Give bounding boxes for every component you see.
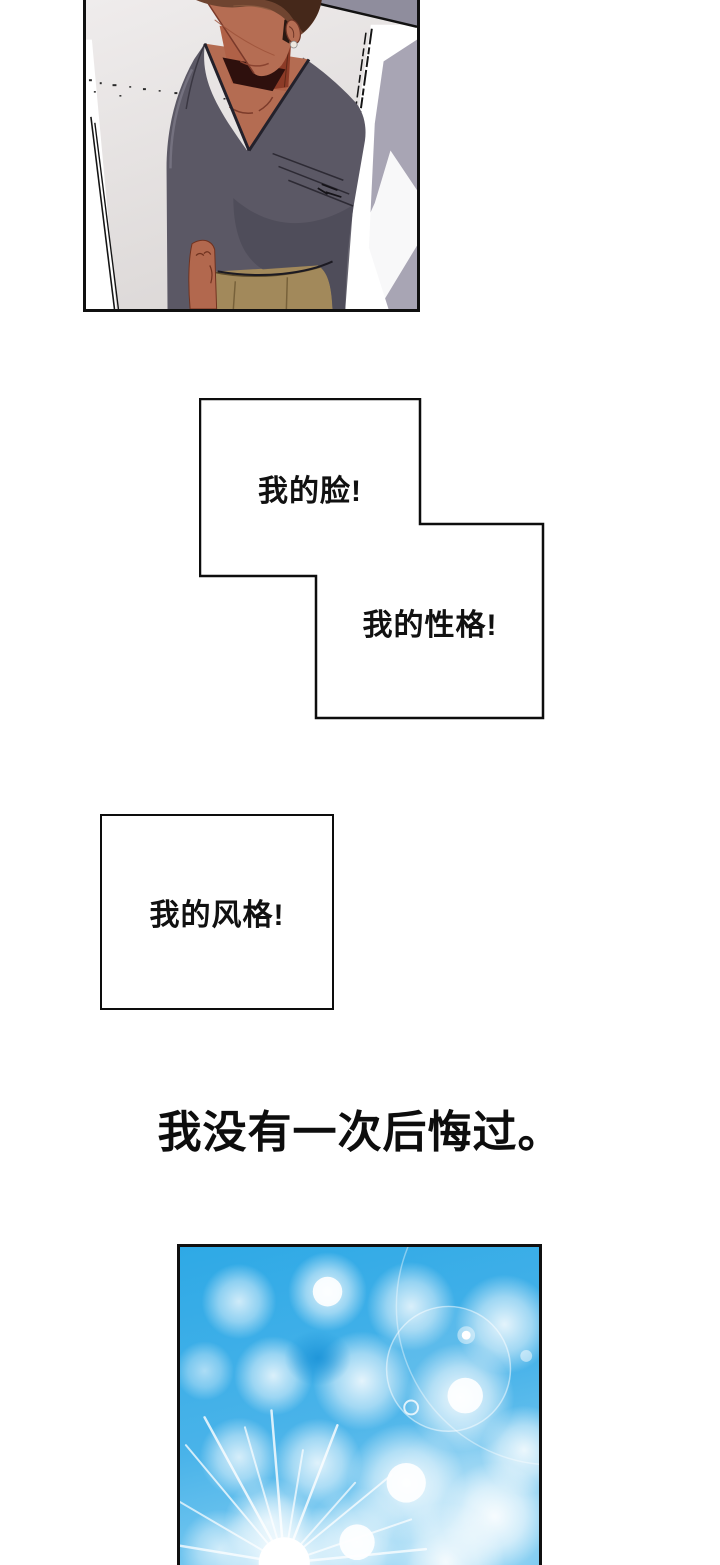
lens-flare-icon — [385, 1247, 539, 1465]
sun-icon — [180, 1409, 428, 1565]
light-stripe — [349, 150, 417, 309]
shirt-hem — [217, 260, 333, 276]
hair-dark-patch — [264, 0, 322, 33]
neck-shadow-dark — [222, 57, 286, 92]
earring-icon — [289, 40, 298, 49]
character-panel — [83, 0, 420, 312]
wall-edge-line-1 — [90, 116, 116, 309]
bubble-my-personality: 我的性格! — [362, 608, 498, 642]
cheek-line — [214, 19, 275, 56]
ceiling-edge-line — [302, 0, 417, 28]
deep-sky-patch — [284, 1330, 352, 1386]
speech-bubble-union — [199, 398, 545, 720]
shirt-shadow — [233, 198, 354, 309]
shirt-rim-highlight — [169, 68, 194, 169]
character-illustration — [86, 0, 417, 309]
sky-illustration — [180, 1247, 539, 1565]
pants-creases — [232, 277, 289, 309]
sleeve-seam — [185, 43, 206, 110]
face — [205, 0, 297, 77]
wall-edge-line-2 — [94, 122, 120, 309]
bubble-my-style: 我的风格! — [149, 899, 285, 932]
jaw-line — [205, 0, 255, 74]
speech-bubble-outline — [199, 398, 545, 720]
narration-text: 我没有一次后悔过。 — [157, 1108, 563, 1157]
chin-crease — [239, 60, 269, 67]
shirt-sketch-marks — [317, 183, 342, 198]
speech-bubble-box: 我的风格! — [100, 814, 334, 1010]
fist — [188, 239, 218, 309]
collar-lines — [203, 43, 311, 152]
bubble-my-face: 我的脸! — [258, 474, 362, 508]
knuckle-lines — [195, 251, 213, 284]
hair-strand — [233, 4, 271, 11]
sky-panel — [177, 1244, 542, 1565]
pants — [203, 259, 342, 309]
